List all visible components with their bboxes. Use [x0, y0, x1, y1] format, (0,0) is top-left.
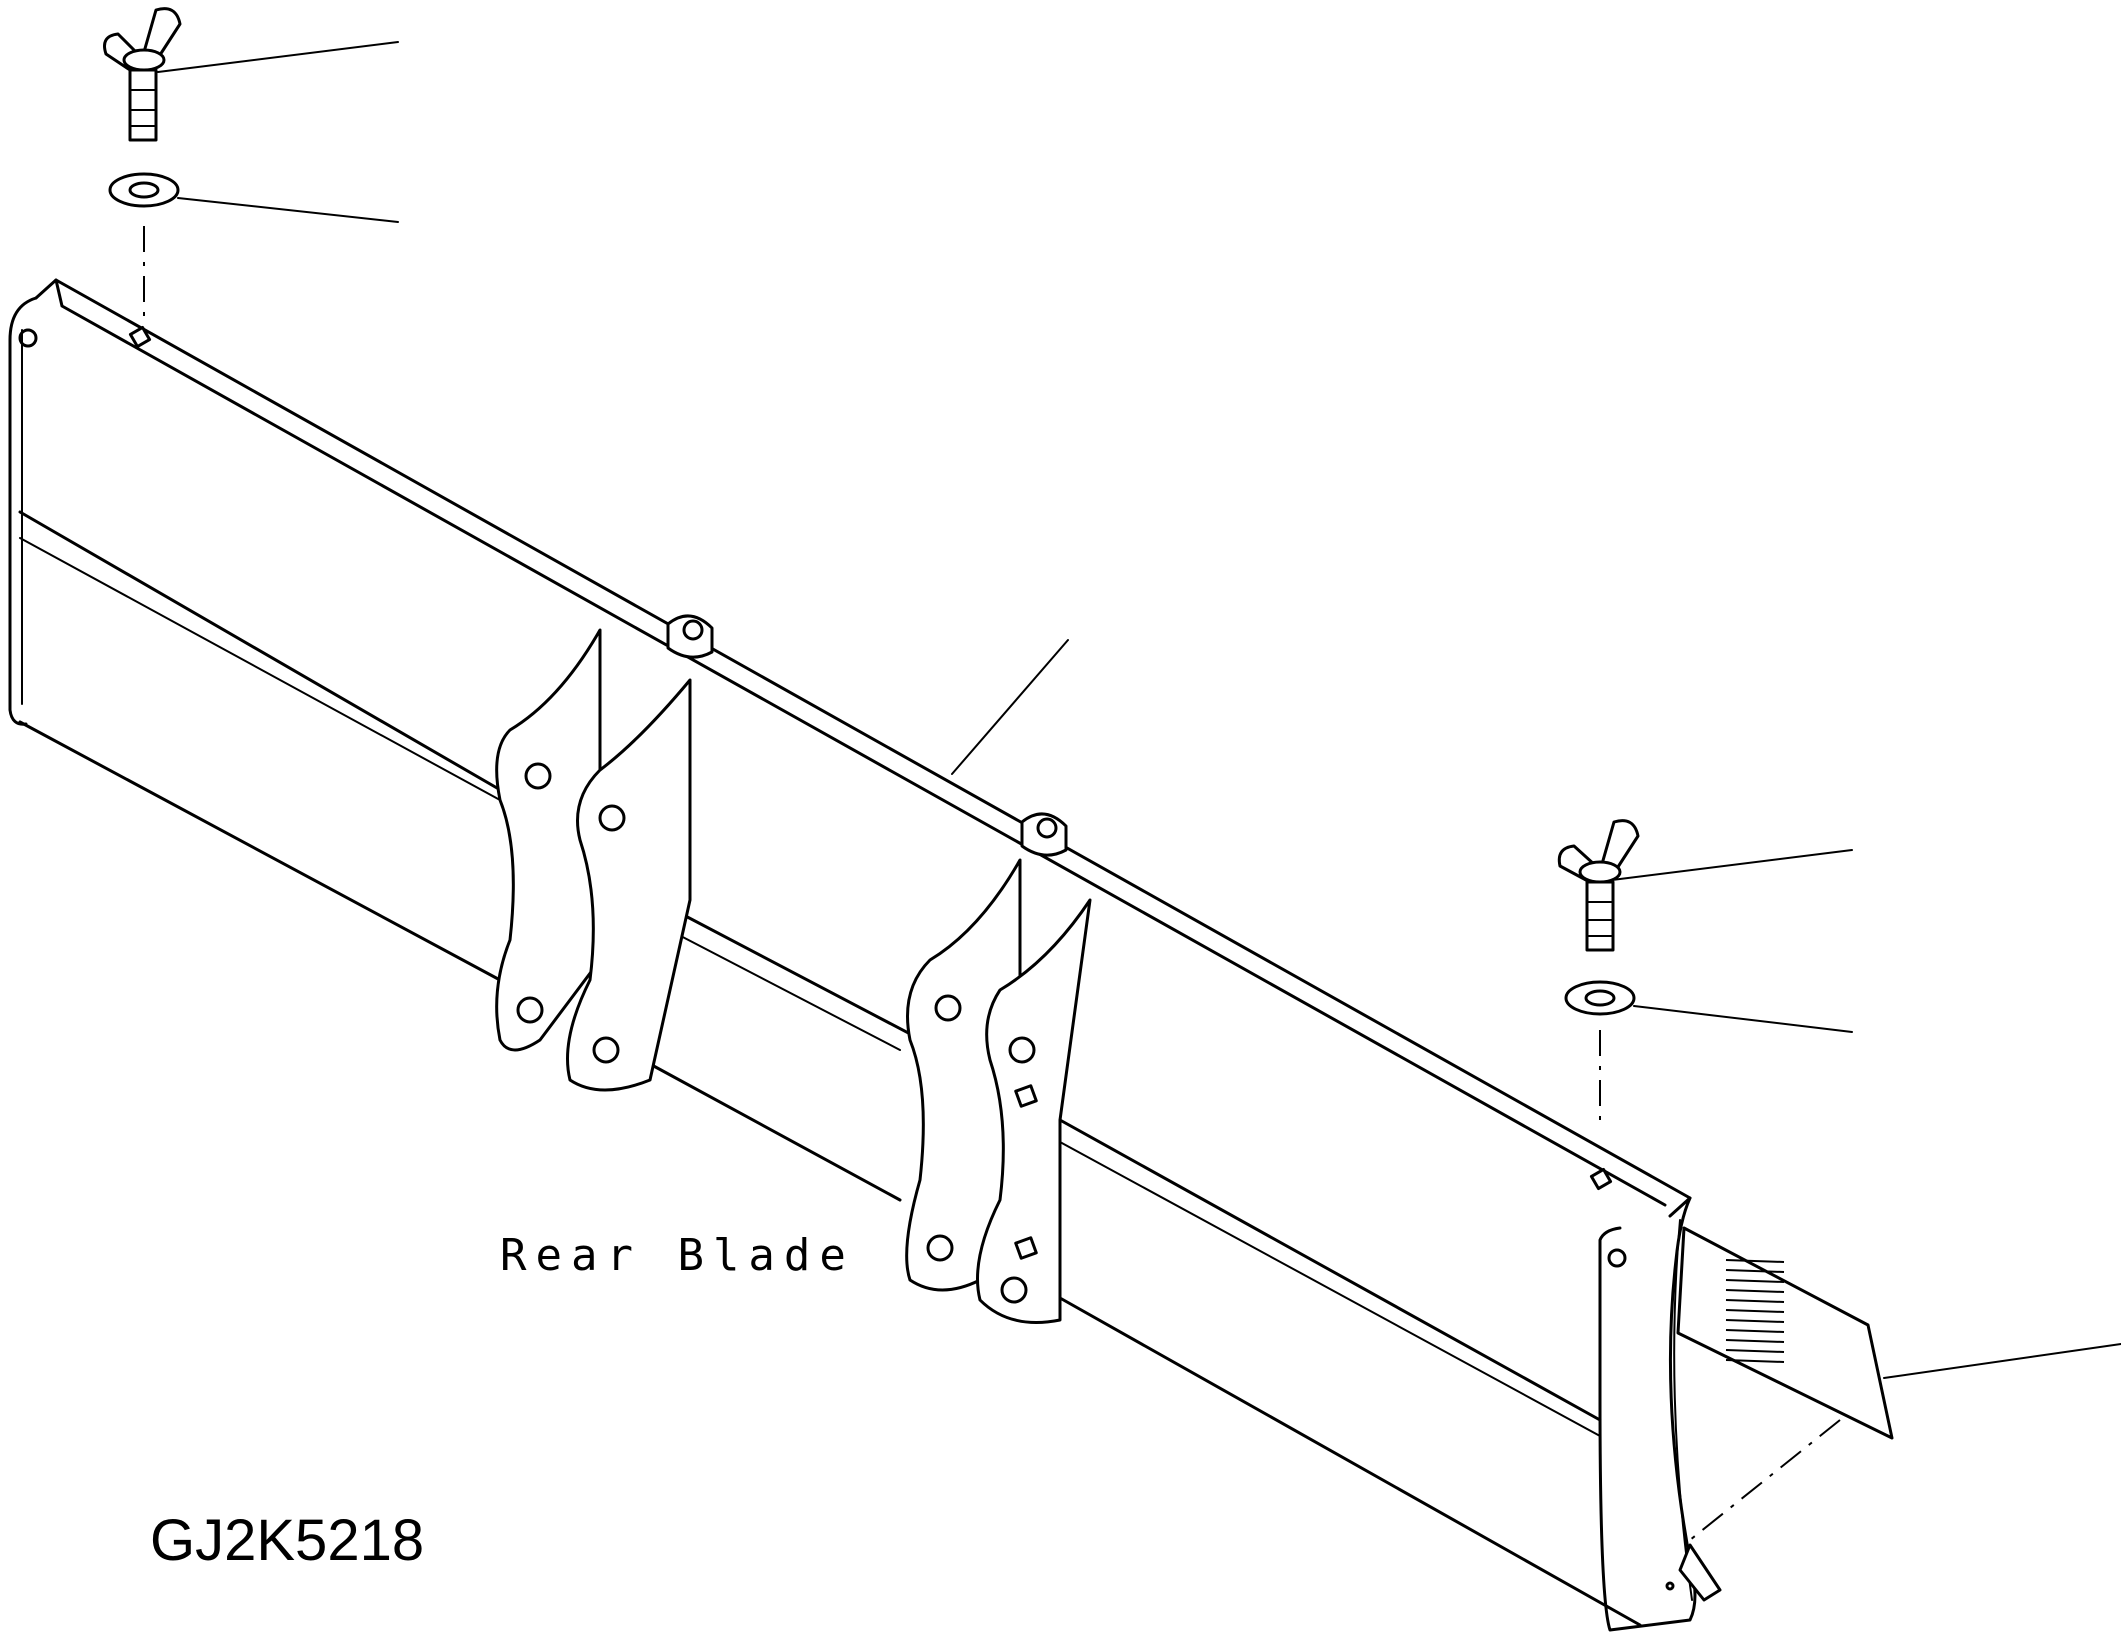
washer-right — [1564, 980, 1636, 1016]
wing-bolt-right — [1557, 819, 1640, 952]
mounting-brackets — [495, 628, 1092, 1324]
rear-blade — [8, 278, 1692, 1627]
part-label: Rear Blade — [500, 1230, 855, 1281]
leader-lines — [157, 41, 2121, 1379]
washer-left — [108, 172, 180, 208]
right-end-plate — [1598, 1196, 1722, 1632]
end-plate — [1676, 1226, 1894, 1541]
wing-bolt-left — [103, 7, 182, 142]
drawing-code: GJ2K5218 — [150, 1508, 424, 1573]
